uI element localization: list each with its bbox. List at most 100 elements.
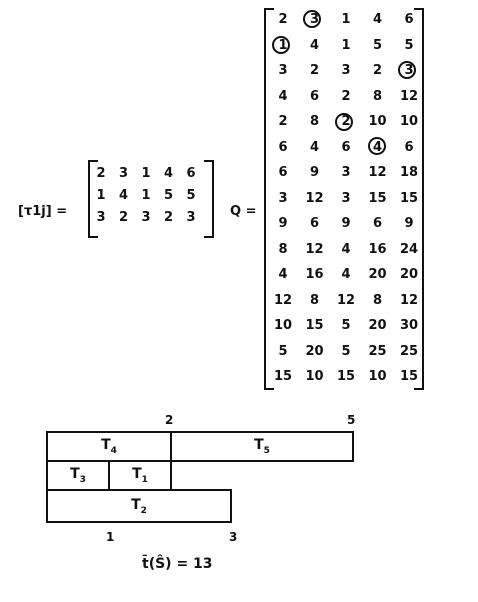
task-label-t5: T5	[254, 437, 270, 456]
tau-cell: 5	[186, 188, 196, 203]
q-cell: 8	[372, 292, 383, 308]
q-cell: 30	[399, 318, 419, 333]
q-cell: 3	[278, 63, 288, 78]
tau-right-bracket	[204, 160, 214, 238]
q-cell: 5	[404, 37, 414, 53]
q-cell: 10	[368, 369, 387, 384]
q-cell: 3	[278, 190, 288, 206]
q-cell: 8	[278, 241, 288, 257]
q-cell: 15	[336, 369, 356, 384]
q-cell: 20	[368, 267, 387, 282]
q-cell: 9	[309, 165, 320, 180]
q-cell: 12	[399, 88, 419, 104]
q-cell: 4	[309, 139, 320, 155]
q-cell: 4	[278, 267, 288, 282]
q-cell: 8	[309, 292, 320, 308]
q-cell: 10	[273, 318, 293, 333]
q-cell: 4	[341, 267, 351, 282]
q-cell: 6	[309, 88, 320, 104]
tau-cell: 2	[96, 166, 106, 181]
q-right-bracket	[414, 8, 424, 390]
task-label-t4: T4	[101, 437, 117, 456]
tau-cell: 2	[163, 210, 174, 225]
selection-circle	[303, 10, 321, 28]
q-cell: 4	[278, 88, 288, 104]
q-cell: 20	[368, 318, 387, 333]
q-cell: 2	[278, 114, 288, 129]
q-cell: 24	[399, 241, 419, 257]
tau-cell: 3	[96, 210, 106, 225]
tau-cell: 1	[141, 166, 151, 181]
q-cell: 25	[399, 343, 419, 359]
q-cell: 3	[341, 165, 351, 180]
q-cell: 12	[305, 241, 324, 257]
q-cell: 6	[278, 165, 288, 180]
q-cell: 6	[404, 12, 414, 27]
q-cell: 6	[278, 139, 288, 155]
q-cell: 6	[372, 216, 383, 231]
q-cell: 2	[309, 63, 320, 78]
q-cell: 2	[341, 88, 351, 104]
tau-cell: 1	[96, 188, 106, 203]
selection-circle	[368, 137, 386, 155]
q-cell: 6	[309, 216, 320, 231]
q-cell: 12	[336, 292, 356, 308]
q-label: Q =	[230, 204, 257, 219]
task-label-t2: T2	[131, 497, 147, 516]
q-cell: 5	[341, 343, 351, 359]
q-cell: 4	[309, 37, 320, 53]
q-cell: 5	[341, 318, 351, 333]
q-cell: 3	[341, 63, 351, 78]
task-bar-t2	[46, 489, 232, 523]
bottom-tick-1: 1	[106, 530, 115, 544]
q-cell: 15	[305, 318, 324, 333]
q-cell: 4	[372, 12, 383, 27]
tau-cell: 6	[186, 166, 196, 181]
tau-cell: 4	[163, 166, 174, 181]
q-cell: 8	[309, 114, 320, 129]
tau-left-bracket	[88, 160, 98, 238]
q-cell: 18	[399, 165, 419, 180]
task-bar-t5	[170, 431, 354, 462]
q-cell: 4	[341, 241, 351, 257]
task-label-t3: T3	[70, 466, 86, 485]
q-cell: 12	[305, 190, 324, 206]
q-cell: 6	[404, 139, 414, 155]
q-cell: 12	[399, 292, 419, 308]
tau-cell: 2	[118, 210, 129, 225]
tau-cell: 4	[118, 188, 129, 203]
q-cell: 9	[341, 216, 351, 231]
q-cell: 2	[278, 12, 288, 27]
q-cell: 9	[404, 216, 414, 231]
task-label-t1: T1	[132, 466, 148, 485]
q-cell: 15	[399, 369, 419, 384]
q-cell: 15	[273, 369, 293, 384]
q-cell: 5	[278, 343, 288, 359]
tau-cell: 3	[186, 210, 196, 225]
q-cell: 15	[368, 190, 387, 206]
q-cell: 3	[341, 190, 351, 206]
q-cell: 10	[399, 114, 419, 129]
q-cell: 16	[305, 267, 324, 282]
tau-cell: 1	[141, 188, 151, 203]
q-cell: 20	[399, 267, 419, 282]
bottom-tick-3: 3	[229, 530, 238, 544]
q-cell: 1	[341, 37, 351, 53]
tau-label: [τ1j] =	[18, 204, 68, 219]
q-cell: 15	[399, 190, 419, 206]
selection-circle	[335, 113, 353, 131]
q-cell: 12	[273, 292, 293, 308]
tau-cell: 3	[118, 166, 129, 181]
top-tick-2: 2	[165, 413, 174, 427]
q-cell: 16	[368, 241, 387, 257]
q-cell: 9	[278, 216, 288, 231]
q-cell: 1	[341, 12, 351, 27]
q-cell: 2	[372, 63, 383, 78]
q-cell: 20	[305, 343, 324, 359]
tau-cell: 5	[163, 188, 174, 203]
q-cell: 6	[341, 139, 351, 155]
tau-cell: 3	[141, 210, 151, 225]
top-tick-5: 5	[347, 413, 356, 427]
q-cell: 5	[372, 37, 383, 53]
selection-circle	[272, 36, 290, 54]
